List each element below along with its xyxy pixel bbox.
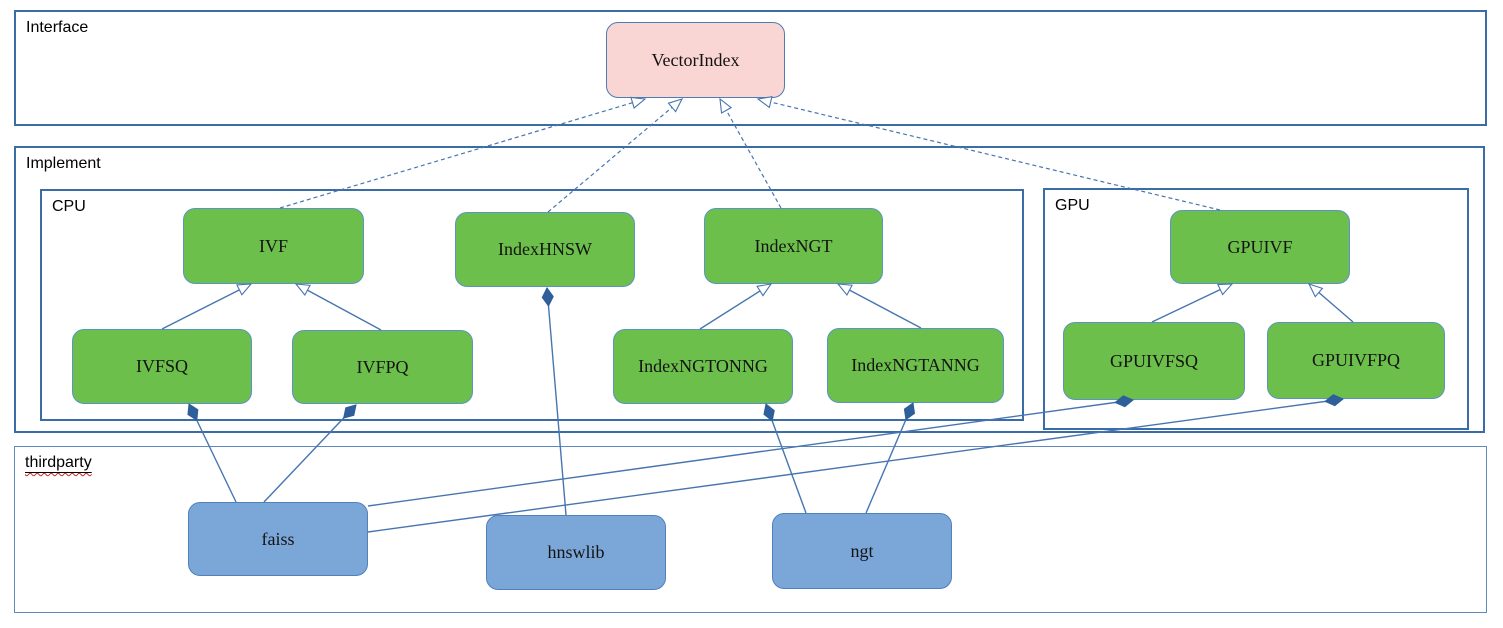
group-label-interface: Interface <box>26 19 89 36</box>
node-indexhnsw[interactable]: IndexHNSW <box>455 212 635 287</box>
node-indexngtonng[interactable]: IndexNGTONNG <box>613 329 793 404</box>
node-gpuivfpq[interactable]: GPUIVFPQ <box>1267 322 1445 399</box>
group-label-thirdparty: thirdparty <box>25 454 92 471</box>
node-ivfpq[interactable]: IVFPQ <box>292 330 473 404</box>
group-label-cpu: CPU <box>52 198 86 215</box>
group-label-gpu: GPU <box>1055 197 1090 214</box>
node-gpuivfsq[interactable]: GPUIVFSQ <box>1063 322 1245 400</box>
node-indexngtanng[interactable]: IndexNGTANNG <box>827 328 1004 403</box>
node-ngt[interactable]: ngt <box>772 513 952 589</box>
node-faiss[interactable]: faiss <box>188 502 368 576</box>
node-ivfsq[interactable]: IVFSQ <box>72 329 252 404</box>
node-indexngt[interactable]: IndexNGT <box>704 208 883 284</box>
node-gpuivf[interactable]: GPUIVF <box>1170 210 1350 284</box>
group-label-implement: Implement <box>26 155 101 172</box>
node-vectorindex[interactable]: VectorIndex <box>606 22 785 98</box>
node-ivf[interactable]: IVF <box>183 208 364 284</box>
node-hnswlib[interactable]: hnswlib <box>486 515 666 590</box>
